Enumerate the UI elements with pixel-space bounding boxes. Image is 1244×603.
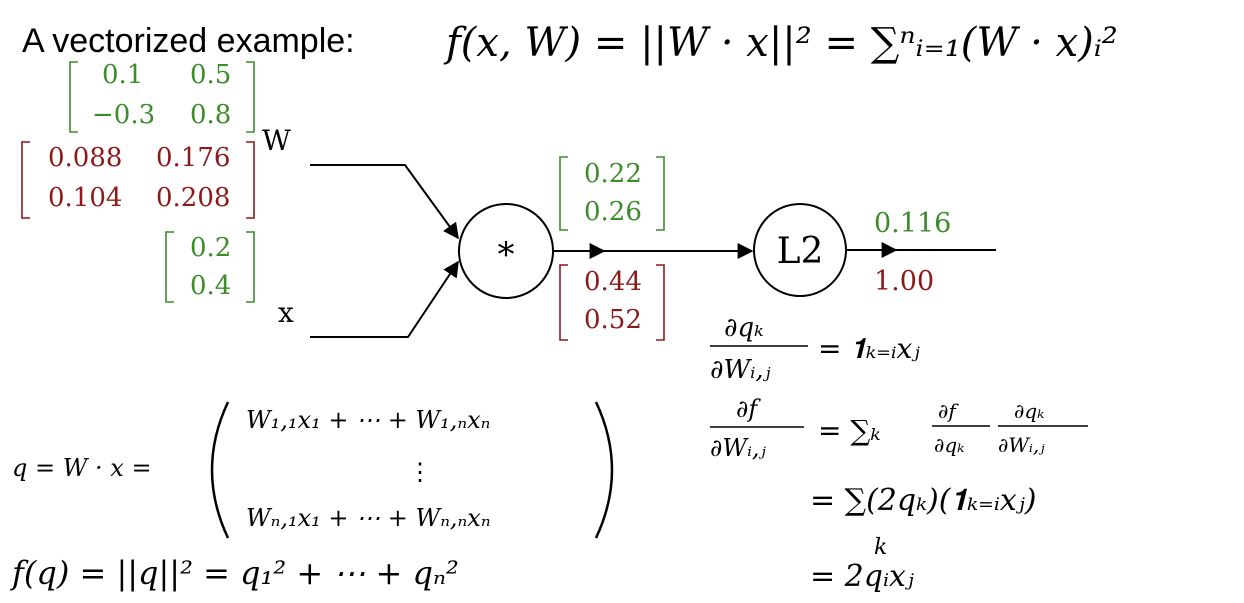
output-value: 0.116 <box>874 208 951 239</box>
dq-dw-rhs: = 𝟏ₖ₌ᵢxⱼ <box>818 332 920 365</box>
multiply-node-label: * <box>498 235 515 275</box>
derivation-line-3-sub: k <box>874 535 887 560</box>
derivation-line-4: = 2qᵢxⱼ <box>810 559 914 594</box>
w-input-label: W <box>262 124 291 157</box>
w-value-11: 0.1 <box>102 60 143 90</box>
x-value-1: 0.2 <box>190 233 231 263</box>
w-input-wire <box>310 164 459 240</box>
df-dw-equation: ∂f ∂Wᵢ,ⱼ = ∑ₖ ∂f ∂qₖ ∂qₖ ∂Wᵢ,ⱼ <box>710 395 1088 462</box>
x-input-wire <box>310 260 459 338</box>
q-grad-2: 0.52 <box>584 305 642 335</box>
w-grad-21: 0.104 <box>48 183 122 213</box>
df-den: ∂Wᵢ,ⱼ <box>710 434 767 462</box>
w-value-21: −0.3 <box>92 100 155 130</box>
q-gradients-vector: 0.44 0.52 <box>559 264 665 341</box>
f1-den: ∂qₖ <box>934 433 964 457</box>
f2-num: ∂qₖ <box>1014 399 1044 423</box>
f1-num: ∂f <box>938 399 959 423</box>
q-grad-1: 0.44 <box>584 267 642 297</box>
x-values-vector: 0.2 0.4 <box>165 231 255 303</box>
q-left-paren <box>210 401 230 539</box>
title-prefix: A vectorized example: <box>22 22 355 60</box>
q-value-1: 0.22 <box>584 159 642 189</box>
l2-node-label: L2 <box>777 231 824 272</box>
f-definition: f(q) = ||q||² = q₁² + ⋯ + qₙ² <box>10 554 459 592</box>
q-right-paren <box>594 401 614 539</box>
q-row-3: Wₙ,₁x₁ + ⋯ + Wₙ,ₙxₙ <box>246 504 491 532</box>
x-input-label: x <box>278 296 294 329</box>
x-value-2: 0.4 <box>190 271 231 301</box>
q-row-1: W₁,₁x₁ + ⋯ + W₁,ₙxₙ <box>246 406 490 434</box>
dq-num: ∂qₖ <box>724 313 764 343</box>
f2-den: ∂Wᵢ,ⱼ <box>998 433 1045 457</box>
w-grad-11: 0.088 <box>48 143 122 173</box>
w-values-matrix: 0.1 0.5 −0.3 0.8 <box>69 60 255 133</box>
title-formula: f(x, W) = ||W · x||² = ∑ⁿᵢ₌₁(W · x)ᵢ² <box>443 20 1118 66</box>
w-gradients-matrix: 0.088 0.176 0.104 0.208 <box>21 141 255 219</box>
df-num: ∂f <box>736 395 761 423</box>
output-gradient: 1.00 <box>874 266 934 297</box>
w-grad-22: 0.208 <box>156 183 230 213</box>
dq-dw-equation: ∂qₖ ∂Wᵢ,ⱼ = 𝟏ₖ₌ᵢxⱼ <box>710 313 920 385</box>
q-def-lhs: q = W · x = <box>12 454 152 482</box>
q-row-dots: ⋮ <box>408 458 432 486</box>
w-value-22: 0.8 <box>190 100 231 130</box>
w-grad-12: 0.176 <box>156 143 230 173</box>
q-definition: q = W · x = W₁,₁x₁ + ⋯ + W₁,ₙxₙ ⋮ Wₙ,₁x₁… <box>12 401 614 539</box>
q-values-vector: 0.22 0.26 <box>559 156 665 231</box>
dw-den: ∂Wᵢ,ⱼ <box>710 355 771 385</box>
w-value-12: 0.5 <box>190 60 231 90</box>
derivation-line-3: = ∑(2qₖ)(𝟏ₖ₌ᵢxⱼ) <box>810 483 1036 518</box>
df-sum: = ∑ₖ <box>818 414 881 447</box>
q-value-2: 0.26 <box>584 197 642 227</box>
